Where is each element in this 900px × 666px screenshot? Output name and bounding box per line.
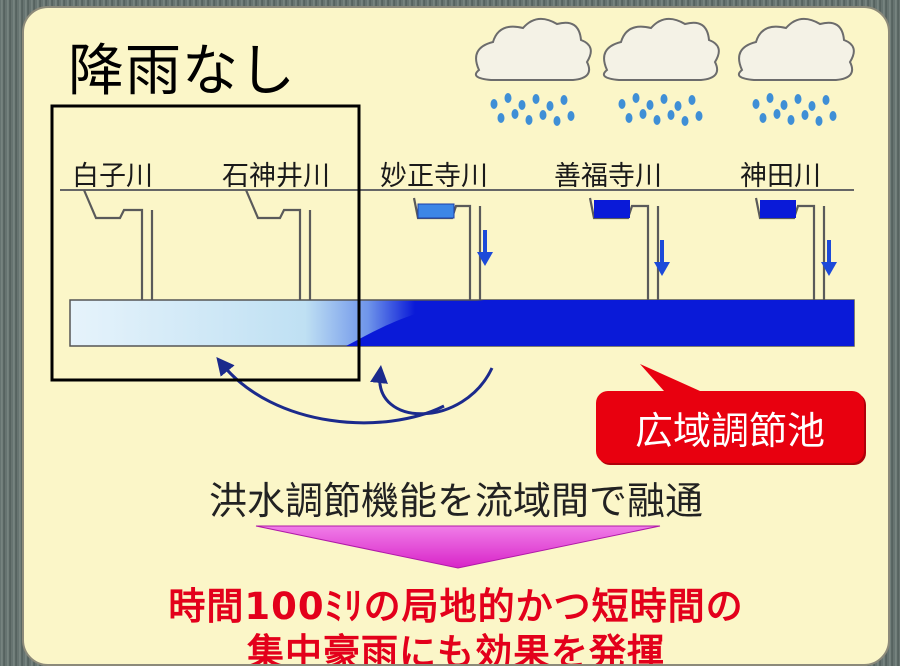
funnel-arrow <box>255 525 661 569</box>
no-rain-title: 降雨なし <box>68 39 296 104</box>
river-label-zenpukuji: 善福寺川 <box>554 161 662 192</box>
water-slope <box>346 300 854 346</box>
rain-drops <box>490 93 837 126</box>
badge-pointer <box>640 364 700 391</box>
channel-water <box>417 200 796 219</box>
river-label-shakujii: 石神井川 <box>222 161 330 192</box>
river-label-kanda: 神田川 <box>740 161 821 192</box>
no-rain-box <box>50 104 361 382</box>
result-line-1: 時間100ﾐﾘの局地的かつ短時間の <box>168 585 744 628</box>
rain-cloud-icon <box>475 17 855 81</box>
down-arrow-icon <box>477 230 837 276</box>
diagram-panel: 降雨なし 白子川 石神井川 妙正寺川 善福寺川 神田川 広域調節池 洪水調節機能… <box>22 6 890 666</box>
reservoir-diagram <box>50 17 855 569</box>
result-line-2: 集中豪雨にも効果を発揮 <box>247 631 665 666</box>
river-label-shirako: 白子川 <box>72 161 153 192</box>
river-label-myoshoji: 妙正寺川 <box>380 161 488 192</box>
reservoir-badge: 広域調節池 <box>596 391 864 463</box>
curved-arrow-icon <box>216 357 494 425</box>
description-text: 洪水調節機能を流域間で融通 <box>208 479 703 523</box>
